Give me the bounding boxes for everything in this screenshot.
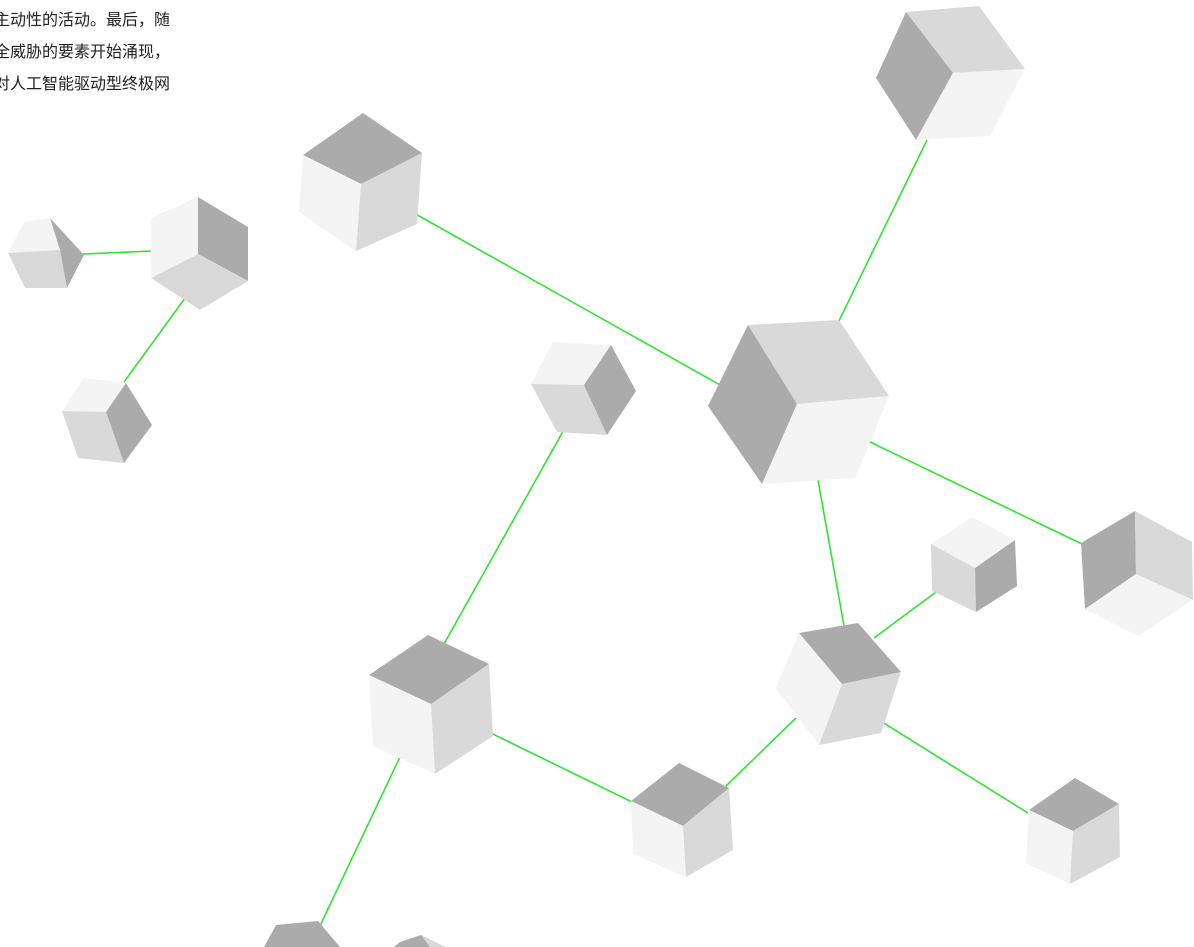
text-line: 主动性的活动。最后，随: [0, 10, 171, 29]
cube-icon: [62, 378, 152, 463]
cube-icon: [8, 218, 84, 288]
text-line: 对人工智能驱动型终极网: [0, 74, 171, 93]
cube-nodes: [8, 6, 1193, 947]
connector-line: [395, 202, 755, 405]
cube-icon: [708, 320, 889, 484]
text-line: 全威胁的要素开始涌现，: [0, 42, 171, 61]
connector-line: [867, 440, 1110, 558]
cube-icon: [931, 517, 1017, 612]
cube-icon: [394, 935, 445, 947]
cube-icon: [151, 197, 248, 310]
connector-line: [857, 706, 1029, 814]
cube-icon: [631, 763, 733, 877]
connector-line: [725, 717, 797, 787]
intro-text: 主动性的活动。最后，随 全威胁的要素开始涌现， 对人工智能驱动型终极网: [0, 4, 284, 100]
cube-icon: [299, 113, 422, 251]
cube-icon: [876, 6, 1025, 140]
cube-icon: [531, 342, 636, 435]
connector-line: [309, 756, 401, 947]
cube-icon: [369, 635, 493, 774]
cube-icon: [264, 921, 340, 947]
cube-icon: [1081, 511, 1193, 636]
connector-line: [817, 479, 850, 655]
cube-icon: [1026, 778, 1120, 884]
connector-line: [443, 409, 576, 645]
cube-icon: [776, 623, 901, 745]
